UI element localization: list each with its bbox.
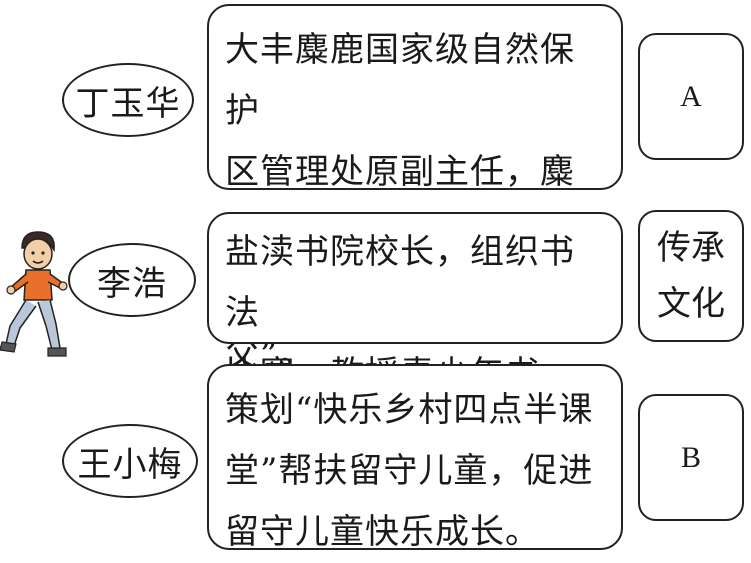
description-box-ding-yuhua: 大丰麋鹿国家级自然保护 区管理处原副主任，麋鹿专 家，被誉为“麋鹿之父”。 [207, 4, 623, 375]
person-name: 王小梅 [77, 444, 183, 485]
category-box-culture: 传承 文化 [638, 210, 744, 342]
name-oval-wang-xiaomei: 王小梅 [62, 424, 198, 498]
answer-box-a: A [638, 33, 744, 160]
person-name: 丁玉华 [75, 83, 181, 124]
name-oval-ding-yuhua: 丁玉华 [62, 63, 194, 137]
category-label: 传承 文化 [657, 228, 725, 324]
answer-label: A [680, 79, 702, 113]
running-boy-illustration [0, 231, 68, 357]
name-oval-li-hao: 李浩 [68, 243, 196, 317]
description-box-li-hao: 盐渎书院校长，组织书法 比赛，教授青少年书法。 [207, 212, 623, 455]
description-box-wang-xiaomei: 策划“快乐乡村四点半课 堂”帮扶留守儿童，促进 留守儿童快乐成长。 [207, 364, 623, 552]
answer-label: B [680, 440, 701, 474]
person-name: 李浩 [97, 263, 167, 304]
answer-box-b: B [638, 394, 744, 521]
